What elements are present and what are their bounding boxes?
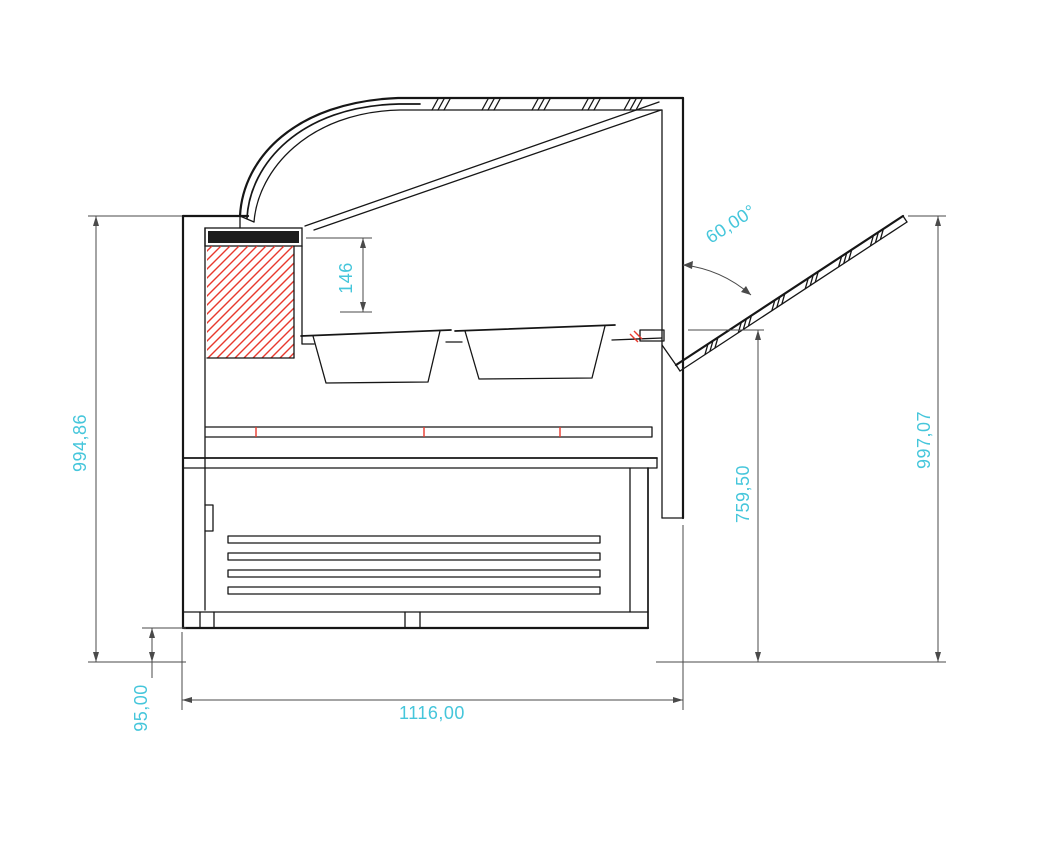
canopy-left-cap: [239, 215, 255, 229]
tray-2-body: [464, 325, 606, 380]
dim-ext-lines: [306, 237, 372, 313]
louver-slat-4: [227, 586, 601, 595]
dim-well-depth-label: 146: [336, 262, 356, 294]
open-glass-hatch-ticks: [704, 228, 885, 356]
dim-ext-lines: [656, 329, 946, 663]
angle-arrow-left: [683, 261, 693, 269]
dim-glass-pivot-height-label: 759,50: [733, 465, 753, 523]
dimension-base-height: 95,00: [131, 627, 186, 732]
dim-overall-width-label: 1116,00: [399, 703, 465, 723]
tray-1-rim: [300, 329, 452, 337]
latch-red-marks: [629, 330, 643, 343]
dimension-glass-pivot-height: 759,50: [656, 329, 946, 663]
dim-arrow-down: [149, 652, 155, 662]
cabinet-left-notch: [204, 504, 214, 532]
dim-ext-lines: [181, 525, 684, 710]
open-glass-end-caps: [675, 215, 908, 372]
dim-overall-height-label: 994,86: [70, 414, 90, 472]
tray-1: [300, 329, 452, 384]
open-front-glass: [674, 214, 908, 372]
louver-slat-2: [227, 552, 601, 561]
deck-line: [301, 337, 663, 345]
dim-base-height-label: 95,00: [131, 684, 151, 732]
dimension-glass-angle: 60,00°: [682, 201, 759, 296]
louver-slat-1: [227, 535, 601, 544]
dimension-well-depth: 146: [306, 237, 372, 313]
insulation-section-hatch: [207, 246, 294, 358]
bumper-bottom: [183, 457, 658, 469]
dim-arrow-up: [149, 628, 155, 638]
louver-slat-3: [227, 569, 601, 578]
dim-ext-lines: [88, 215, 186, 663]
lower-cabinet: [182, 467, 650, 630]
dim-arrow-down: [755, 652, 761, 662]
tray-2-rim: [454, 324, 616, 332]
dimension-overall-width: 1116,00: [181, 525, 684, 723]
latch-block: [639, 329, 665, 342]
dim-arrow-down: [93, 652, 99, 662]
lamp-band-fill: [208, 231, 299, 243]
dim-arrow-down: [360, 302, 366, 312]
dimension-open-glass-height: 997,07: [908, 215, 946, 662]
inner-glass-diagonal-1: [304, 101, 660, 227]
dim-arrow-up: [755, 330, 761, 340]
angle-arc: [682, 264, 752, 296]
canopy-inner-curve: [253, 109, 663, 223]
top-glass-hatch-ticks: [431, 98, 643, 111]
ventilation-grille: [227, 535, 601, 595]
red-hatch-lines: [207, 246, 294, 358]
dim-arrow-up: [935, 216, 941, 226]
dim-arrow-down: [935, 652, 941, 662]
fascia-red-marks: [255, 427, 561, 437]
hinge-arm: [661, 344, 677, 366]
dim-arrow-up: [93, 216, 99, 226]
open-glass-inner-line: [679, 221, 908, 372]
inner-glass-diagonal-2: [313, 109, 662, 231]
tray-2: [454, 324, 616, 380]
dim-glass-angle-label: 60,00°: [702, 201, 759, 248]
display-case-outline: [181, 96, 908, 630]
dim-arrow-right: [673, 697, 683, 703]
lamp-band-outline: [204, 227, 303, 247]
canopy-outer-curve: [238, 96, 685, 218]
canopy-mid-curve: [246, 103, 421, 219]
dimension-overall-height: 994,86: [70, 215, 186, 663]
cabinet-foot-details: [199, 611, 421, 629]
open-glass-outer-line: [674, 214, 905, 367]
angle-arrow-right: [741, 286, 751, 295]
fascia-lines: [205, 426, 653, 438]
tray-1-body: [312, 330, 441, 384]
dim-arrow-left: [182, 697, 192, 703]
dim-arrow-up: [360, 238, 366, 248]
dim-open-glass-height-label: 997,07: [914, 411, 934, 469]
